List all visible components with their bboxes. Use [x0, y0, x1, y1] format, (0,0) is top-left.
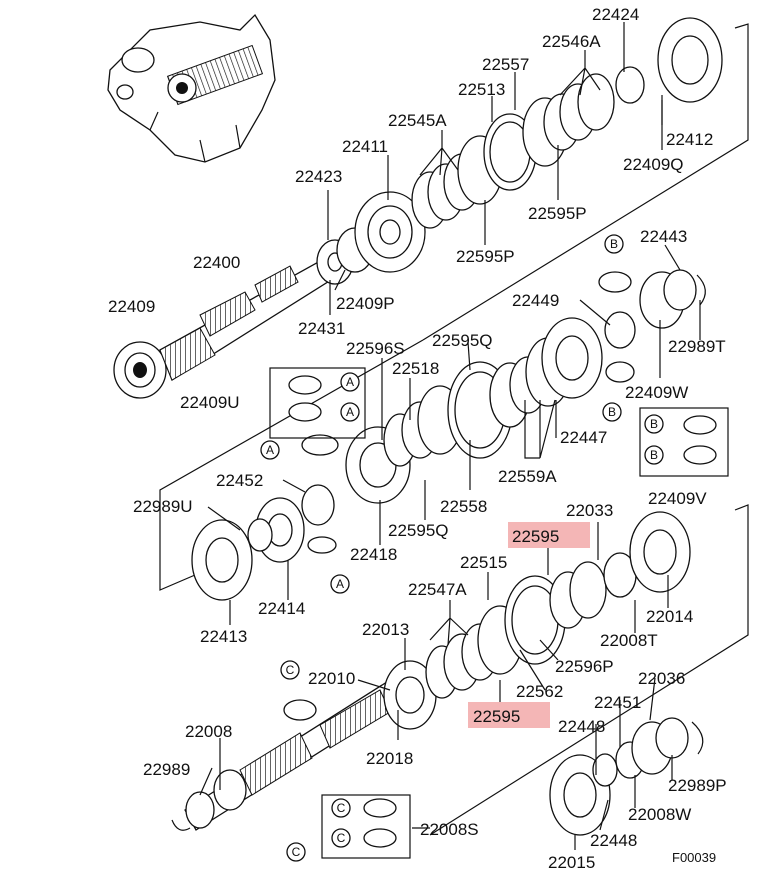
part-label-22989: 22989 [143, 760, 190, 779]
bearing-set-box-b [639, 407, 729, 477]
part-label-22412: 22412 [666, 130, 713, 149]
transmission-inset-illustration [107, 13, 276, 163]
highlight-22595-lower [468, 702, 550, 728]
part-label-22008W: 22008W [628, 805, 691, 824]
part-label-22424: 22424 [592, 5, 639, 24]
part-label-22513: 22513 [458, 80, 505, 99]
part-label-22409P: 22409P [336, 294, 395, 313]
part-label-22431: 22431 [298, 319, 345, 338]
callout-circle-c: C [280, 660, 300, 680]
svg-text:C: C [286, 663, 295, 677]
callout-circle-c: C [286, 842, 306, 862]
part-label-22595P-b: 22595P [456, 247, 515, 266]
part-label-22409: 22409 [108, 297, 155, 316]
part-label-22557: 22557 [482, 55, 529, 74]
part-label-22448-a: 22448 [558, 717, 605, 736]
part-label-22413: 22413 [200, 627, 247, 646]
callout-circle-b: B [644, 414, 664, 434]
part-label-22015: 22015 [548, 853, 595, 872]
part-label-22989U: 22989U [133, 497, 193, 516]
part-label-22989T: 22989T [668, 337, 726, 356]
part-label-22596S: 22596S [346, 339, 405, 358]
part-label-22558: 22558 [440, 497, 487, 516]
svg-text:A: A [346, 375, 354, 389]
part-label-22036: 22036 [638, 669, 685, 688]
part-label-22595P-a: 22595P [528, 204, 587, 223]
part-label-22545A: 22545A [388, 111, 447, 130]
part-label-22418: 22418 [350, 545, 397, 564]
box-b-contents [683, 415, 717, 465]
callout-circle-b: B [644, 445, 664, 465]
svg-text:C: C [337, 801, 346, 815]
part-label-22443: 22443 [640, 227, 687, 246]
part-label-22409U: 22409U [180, 393, 240, 412]
part-label-22423: 22423 [295, 167, 342, 186]
svg-text:B: B [650, 448, 658, 462]
part-label-22411: 22411 [342, 137, 388, 156]
svg-text:C: C [292, 845, 301, 859]
input-shaft-assembly [113, 17, 723, 399]
part-label-22595Q-a: 22595Q [432, 331, 493, 350]
part-label-22409W: 22409W [625, 383, 688, 402]
part-label-22596P: 22596P [555, 657, 614, 676]
svg-text:A: A [266, 443, 274, 457]
part-label-22008S: 22008S [420, 820, 479, 839]
part-label-22515: 22515 [460, 553, 507, 572]
callout-circle-a: A [330, 574, 350, 594]
svg-text:C: C [337, 831, 346, 845]
part-label-22559A: 22559A [498, 467, 557, 486]
part-label-22400: 22400 [193, 253, 240, 272]
highlight-22595-upper [508, 522, 590, 548]
part-label-22013: 22013 [362, 620, 409, 639]
part-label-22414: 22414 [258, 599, 305, 618]
part-label-22452: 22452 [216, 471, 263, 490]
part-label-22448-b: 22448 [590, 831, 637, 850]
part-label-22447: 22447 [560, 428, 607, 447]
part-label-22409Q: 22409Q [623, 155, 684, 174]
figure-code: F00039 [672, 850, 716, 865]
callout-circle-a: A [260, 440, 280, 460]
svg-text:B: B [610, 237, 618, 251]
leader-lines [199, 22, 701, 850]
box-c-contents [363, 798, 397, 848]
callout-circle-b: B [602, 402, 622, 422]
part-labels: 22424 22546A 22557 22513 22545A 22411 22… [108, 5, 727, 872]
callout-circle-a: A [340, 372, 360, 392]
part-label-22010: 22010 [308, 669, 355, 688]
output-shaft-assembly [171, 511, 704, 836]
part-label-22014: 22014 [646, 607, 693, 626]
svg-text:A: A [346, 405, 354, 419]
part-label-22595-highlighted-a: 22595 [512, 527, 559, 546]
part-label-22449: 22449 [512, 291, 559, 310]
part-label-22018: 22018 [366, 749, 413, 768]
part-label-22595Q-b: 22595Q [388, 521, 449, 540]
part-label-22547A: 22547A [408, 580, 467, 599]
middle-shaft-assembly [191, 269, 706, 601]
svg-text:A: A [336, 577, 344, 591]
svg-text:B: B [608, 405, 616, 419]
svg-text:B: B [650, 417, 658, 431]
part-label-22008T: 22008T [600, 631, 658, 650]
part-label-22409V: 22409V [648, 489, 707, 508]
callout-circle-a: A [340, 402, 360, 422]
part-label-22451: 22451 [594, 693, 641, 712]
part-label-22595-highlighted-b: 22595 [473, 707, 520, 726]
part-label-22008: 22008 [185, 722, 232, 741]
callout-circle-b: B [604, 234, 624, 254]
callout-circle-c: C [331, 798, 351, 818]
part-label-22518: 22518 [392, 359, 439, 378]
bearing-set-box-a [269, 367, 366, 439]
callout-circle-c: C [331, 828, 351, 848]
part-label-22033: 22033 [566, 501, 613, 520]
part-label-22546A: 22546A [542, 32, 601, 51]
box-a-contents [288, 375, 322, 422]
bearing-set-box-c [321, 794, 411, 859]
part-label-22989P: 22989P [668, 776, 727, 795]
part-label-22562: 22562 [516, 682, 563, 701]
